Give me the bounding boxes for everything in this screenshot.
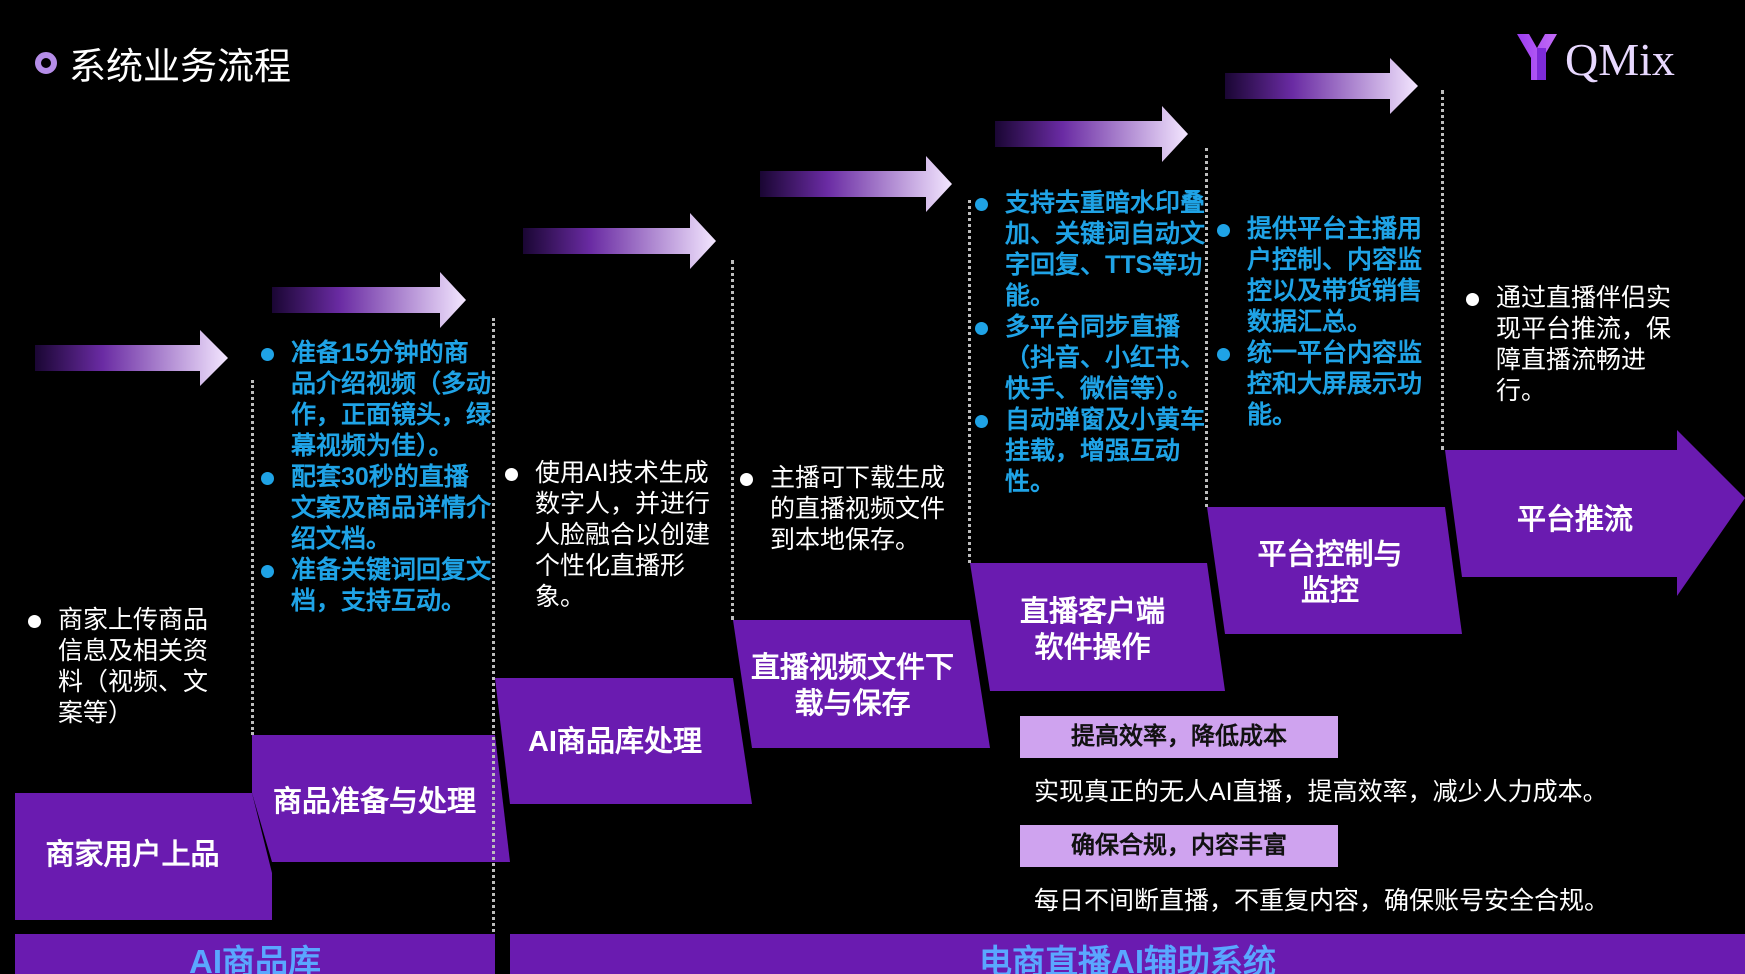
desc-item: 使用AI技术生成数字人，并进行人脸融合以创建个性化直播形象。 (505, 458, 720, 613)
step-desc-4: 主播可下载生成的直播视频文件到本地保存。 (740, 463, 960, 556)
step-block-2 (252, 735, 510, 862)
flow-arrow-6 (1225, 58, 1418, 114)
benefit-tag-2: 确保合规，内容丰富 (1020, 825, 1338, 867)
step-label-4: 直播视频文件下载与保存 (750, 652, 954, 720)
dotted-divider-6 (1441, 90, 1444, 450)
flow-arrow-5 (995, 106, 1188, 162)
desc-item: 多平台同步直播（抖音、小红书、快手、微信等）。 (975, 313, 1206, 403)
dotted-divider-1 (251, 380, 254, 735)
dotted-divider-2 (492, 318, 495, 938)
step-desc-2: 准备15分钟的商品介绍视频（多动作，正面镜头，绿幕视频为佳）。 配套30秒的直播… (261, 338, 492, 617)
step-label-3: AI商品库处理 (527, 726, 702, 758)
benefit-text-1: 实现真正的无人AI直播，提高效率，减少人力成本。 (1034, 778, 1608, 806)
benefit-text-2: 每日不间断直播，不重复内容，确保账号安全合规。 (1034, 887, 1610, 915)
step-label-2: 商品准备与处理 (272, 786, 476, 818)
desc-item: 支持去重暗水印叠加、关键词自动文字回复、TTS等功能。 (975, 189, 1206, 310)
dotted-divider-3 (731, 260, 734, 620)
page-title: 系统业务流程 (69, 46, 291, 87)
dotted-divider-5 (1205, 148, 1208, 507)
flow-arrow-3 (523, 213, 716, 269)
dotted-divider-4 (968, 200, 971, 563)
desc-item: 主播可下载生成的直播视频文件到本地保存。 (740, 463, 960, 556)
desc-item: 自动弹窗及小黄车挂载，增强互动性。 (975, 406, 1206, 496)
step-label-6: 平台控制与监控 (1257, 539, 1403, 607)
desc-item: 配套30秒的直播文案及商品详情介绍文档。 (261, 463, 492, 553)
step-block-5 (970, 563, 1225, 691)
step-desc-6: 提供平台主播用户控制、内容监控以及带货销售数据汇总。 统一平台内容监控和大屏展示… (1217, 214, 1442, 431)
step-label-7: 平台推流 (1516, 504, 1633, 536)
step-block-7 (1445, 430, 1745, 596)
page-header: 系统业务流程 (35, 36, 291, 90)
flow-arrow-1 (35, 330, 228, 386)
step-block-4 (733, 620, 990, 748)
bottom-bar-ai-library: AI商品库 (15, 934, 495, 974)
step-block-6 (1207, 507, 1462, 634)
benefit-tag-1: 提高效率，降低成本 (1020, 716, 1338, 758)
flow-arrow-4 (760, 156, 952, 212)
flow-arrow-2 (272, 272, 466, 328)
desc-item: 准备关键词回复文档，支持互动。 (261, 556, 492, 615)
circle-bullet-icon (35, 52, 57, 74)
step-block-1 (15, 793, 272, 920)
desc-item: 准备15分钟的商品介绍视频（多动作，正面镜头，绿幕视频为佳）。 (261, 339, 492, 460)
step-block-3 (495, 678, 752, 804)
step-desc-1: 商家上传商品信息及相关资料（视频、文案等） (28, 605, 223, 729)
step-label-5: 直播客户端软件操作 (1019, 596, 1165, 664)
desc-item: 通过直播伴侣实现平台推流，保障直播流畅进行。 (1466, 284, 1672, 405)
step-desc-5: 支持去重暗水印叠加、关键词自动文字回复、TTS等功能。 多平台同步直播（抖音、小… (975, 188, 1206, 498)
desc-item: 商家上传商品信息及相关资料（视频、文案等） (28, 605, 223, 729)
svg-text:QMix: QMix (1565, 34, 1675, 85)
desc-item: 提供平台主播用户控制、内容监控以及带货销售数据汇总。 (1217, 214, 1442, 338)
bottom-bar-ecommerce-system: 电商直播AI辅助系统 (510, 934, 1745, 974)
step-desc-3: 使用AI技术生成数字人，并进行人脸融合以创建个性化直播形象。 (505, 458, 720, 613)
qmix-logo: QMix (1515, 28, 1715, 91)
desc-item: 统一平台内容监控和大屏展示功能。 (1217, 338, 1442, 431)
step-label-1: 商家用户上品 (45, 839, 220, 871)
step-desc-7: 通过直播伴侣实现平台推流，保障直播流畅进行。 (1466, 283, 1672, 407)
